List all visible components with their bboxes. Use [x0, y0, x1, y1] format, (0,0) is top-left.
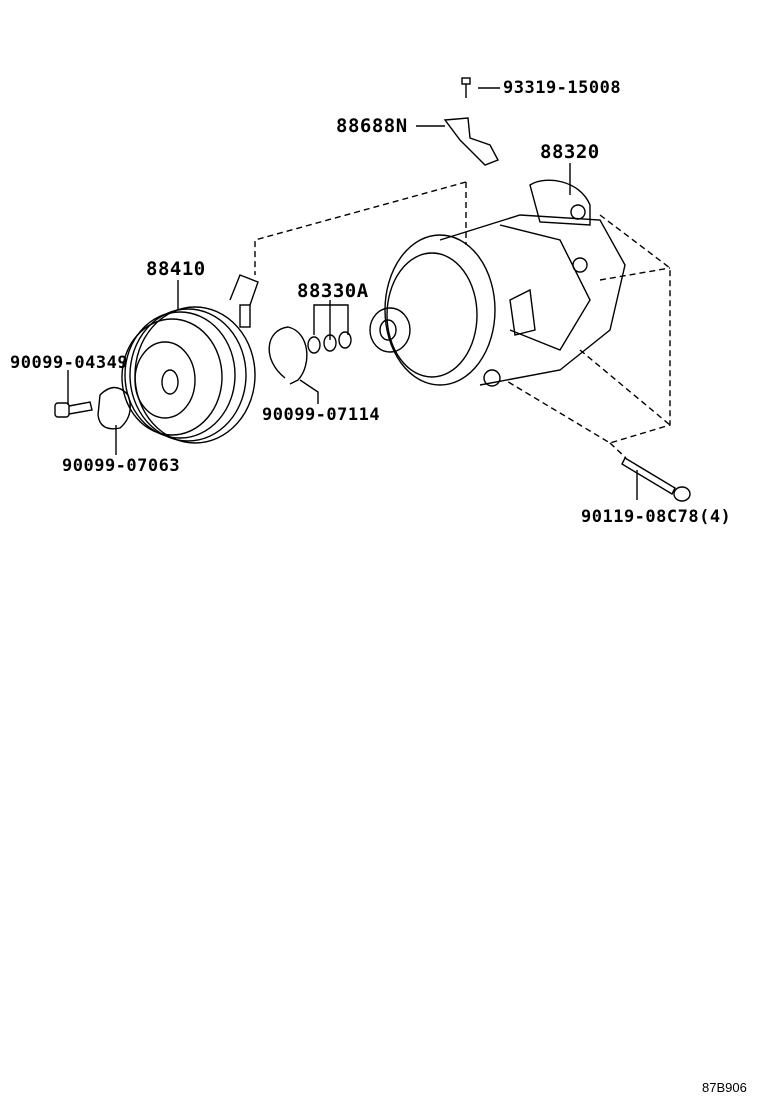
pulley-88410 — [121, 274, 259, 444]
illustration-code: 87B906 — [702, 1080, 747, 1095]
part-label-88688n[interactable]: 88688N — [336, 115, 408, 137]
leader-lines — [67, 87, 638, 500]
compressor-88320 — [369, 179, 626, 387]
part-label-88330a[interactable]: 88330A — [297, 280, 369, 302]
part-label-90099-04349[interactable]: 90099-04349 — [10, 353, 129, 373]
part-label-88410[interactable]: 88410 — [146, 258, 206, 280]
part-label-88320[interactable]: 88320 — [540, 141, 600, 163]
bolt-93319 — [461, 77, 471, 98]
part-label-90119-08c78[interactable]: 90119-08C78(4) — [581, 507, 732, 527]
dashed-guide-lines — [254, 181, 671, 459]
bolt-90099-04349 — [54, 401, 93, 418]
bolt-90119-08C78 — [621, 457, 691, 502]
snap-ring — [268, 326, 308, 385]
part-label-90099-07114[interactable]: 90099-07114 — [262, 405, 381, 425]
shim-90099-07063 — [97, 386, 131, 430]
part-label-93319-15008[interactable]: 93319-15008 — [503, 78, 622, 98]
part-label-90099-07063[interactable]: 90099-07063 — [62, 456, 181, 476]
